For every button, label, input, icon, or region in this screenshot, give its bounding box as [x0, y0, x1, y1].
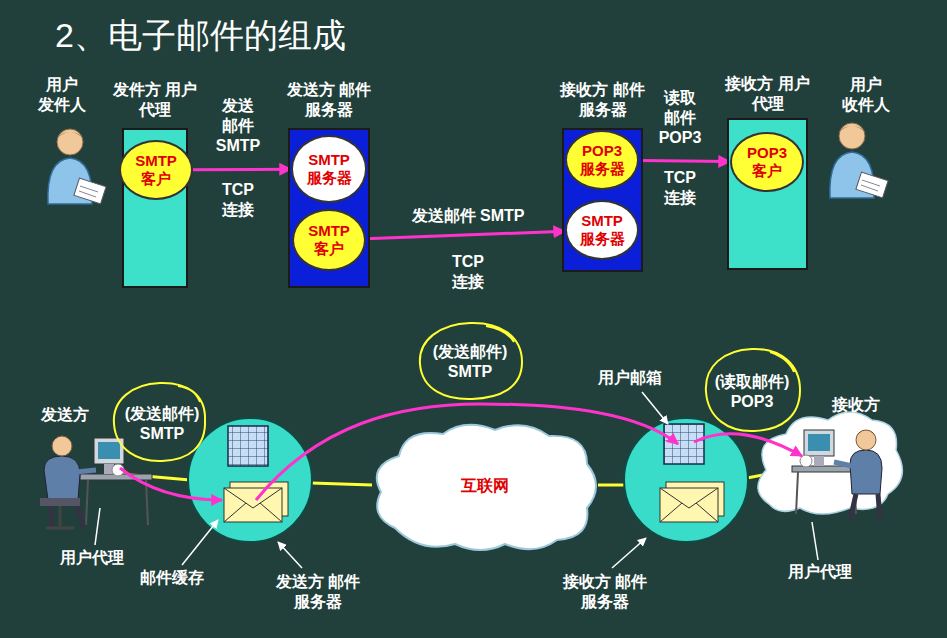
internet-cloud: 互联网	[365, 416, 605, 556]
annotation-label: (发送邮件) SMTP	[422, 342, 518, 382]
annotation-label: TCP 连接	[442, 252, 494, 292]
illustration-part	[664, 424, 704, 464]
cloud-outline	[377, 425, 596, 550]
protocol-circle: SMTP 客户	[119, 140, 193, 200]
protocol-label: SMTP 客户	[300, 222, 358, 258]
leader-line	[95, 392, 818, 568]
illustration-part	[52, 436, 72, 456]
protocol-label: POP3 服务器	[573, 142, 631, 178]
illustration-part	[812, 522, 818, 560]
annotation-label: 发送方	[35, 405, 95, 425]
illustration-part	[86, 480, 148, 525]
illustration-part	[278, 542, 302, 568]
illustration-part	[224, 488, 282, 522]
illustration-part	[706, 349, 800, 431]
edge-label: 发送 邮件 SMTP	[212, 96, 264, 156]
box-heading: 接收方 用户代理	[723, 74, 813, 114]
edge-label: 读取 邮件 POP3	[654, 88, 706, 148]
sender-workstation	[40, 436, 152, 528]
illustration-part	[856, 430, 876, 436]
protocol-circle: SMTP 服务器	[291, 135, 367, 203]
annotation-label: 接收方	[826, 395, 886, 415]
protocol-arrow	[193, 168, 291, 172]
protocol-circle: POP3 客户	[730, 132, 804, 192]
sender-person-icon	[48, 129, 106, 204]
edge-label: 发送邮件 SMTP	[388, 206, 548, 226]
illustration-part	[420, 323, 522, 399]
illustration-part	[311, 483, 372, 485]
annotation-label: 用户代理	[56, 548, 128, 568]
protocol-label: SMTP 服务器	[573, 212, 631, 248]
illustration-part	[660, 488, 718, 522]
illustration-part	[120, 468, 222, 500]
protocol-circle: POP3 服务器	[565, 130, 639, 190]
illustration-part	[814, 456, 824, 466]
illustration-part	[624, 418, 748, 542]
box-heading: 发件方 用户代理	[110, 80, 200, 120]
illustration-part	[834, 462, 852, 466]
illustration-part	[228, 426, 268, 466]
illustration-part	[188, 418, 312, 542]
illustration-part	[598, 484, 625, 487]
receiver-workstation	[792, 430, 882, 520]
illustration-part	[76, 470, 96, 472]
user-agent-box: SMTP 客户发件方 用户代理	[122, 76, 188, 288]
annotation-label: (读取邮件) POP3	[704, 372, 800, 412]
illustration-part	[52, 436, 72, 442]
annotation-label: 用户 收件人	[840, 75, 892, 115]
receiver-person-icon	[830, 123, 888, 198]
mail-server-box: SMTP 服务器SMTP 客户发送方 邮件服务器	[288, 76, 370, 288]
illustration-part	[660, 488, 718, 522]
user-agent-box: POP3 客户接收方 用户代理	[727, 70, 808, 270]
box-heading: 发送方 邮件服务器	[284, 80, 374, 120]
annotation-label: 发送方 邮件服务器	[273, 572, 363, 612]
illustration-part	[46, 506, 74, 528]
cloud-label: 互联网	[461, 476, 509, 496]
protocol-arrow	[639, 160, 730, 161]
protocol-circle: SMTP 服务器	[565, 200, 639, 260]
illustration-part	[98, 442, 120, 459]
illustration-part	[95, 508, 100, 545]
illustration-part	[694, 434, 802, 456]
illustration-part	[856, 430, 876, 450]
protocol-circle: SMTP 客户	[292, 209, 366, 271]
illustration-part	[804, 430, 834, 456]
illustration-part	[850, 450, 882, 494]
illustration-part	[808, 434, 830, 451]
illustration-part	[224, 488, 282, 522]
sender-mail-server	[188, 418, 312, 542]
slide-title: 2、电子邮件的组成	[55, 14, 346, 56]
illustration-part	[40, 498, 80, 506]
illustration-part	[850, 494, 880, 520]
protocol-label: SMTP 服务器	[300, 151, 358, 187]
annotation-label: 邮件缓存	[136, 568, 208, 588]
protocol-arrow	[366, 231, 565, 238]
illustration-part	[182, 520, 218, 565]
annotation-label: 用户代理	[784, 562, 856, 582]
annotation-label: 接收方 邮件服务器	[560, 572, 650, 612]
mail-server-box: POP3 服务器SMTP 服务器接收方 邮件服务器	[562, 76, 643, 272]
annotation-label: 用户 发件人	[36, 75, 88, 115]
annotation-label: 用户邮箱	[595, 368, 665, 388]
box-heading: 接收方 邮件服务器	[558, 80, 648, 120]
annotation-label: TCP 连接	[212, 180, 264, 220]
protocol-label: SMTP 客户	[127, 152, 185, 188]
receiver-mail-server	[624, 418, 748, 542]
annotation-label: TCP 连接	[654, 168, 706, 208]
illustration-part	[796, 472, 856, 514]
protocol-label: POP3 客户	[738, 144, 796, 180]
illustration-part	[612, 538, 646, 568]
illustration-part	[642, 392, 668, 424]
annotation-label: (发送邮件) SMTP	[114, 404, 210, 444]
illustration-part	[44, 456, 80, 500]
illustration-part	[800, 455, 812, 467]
